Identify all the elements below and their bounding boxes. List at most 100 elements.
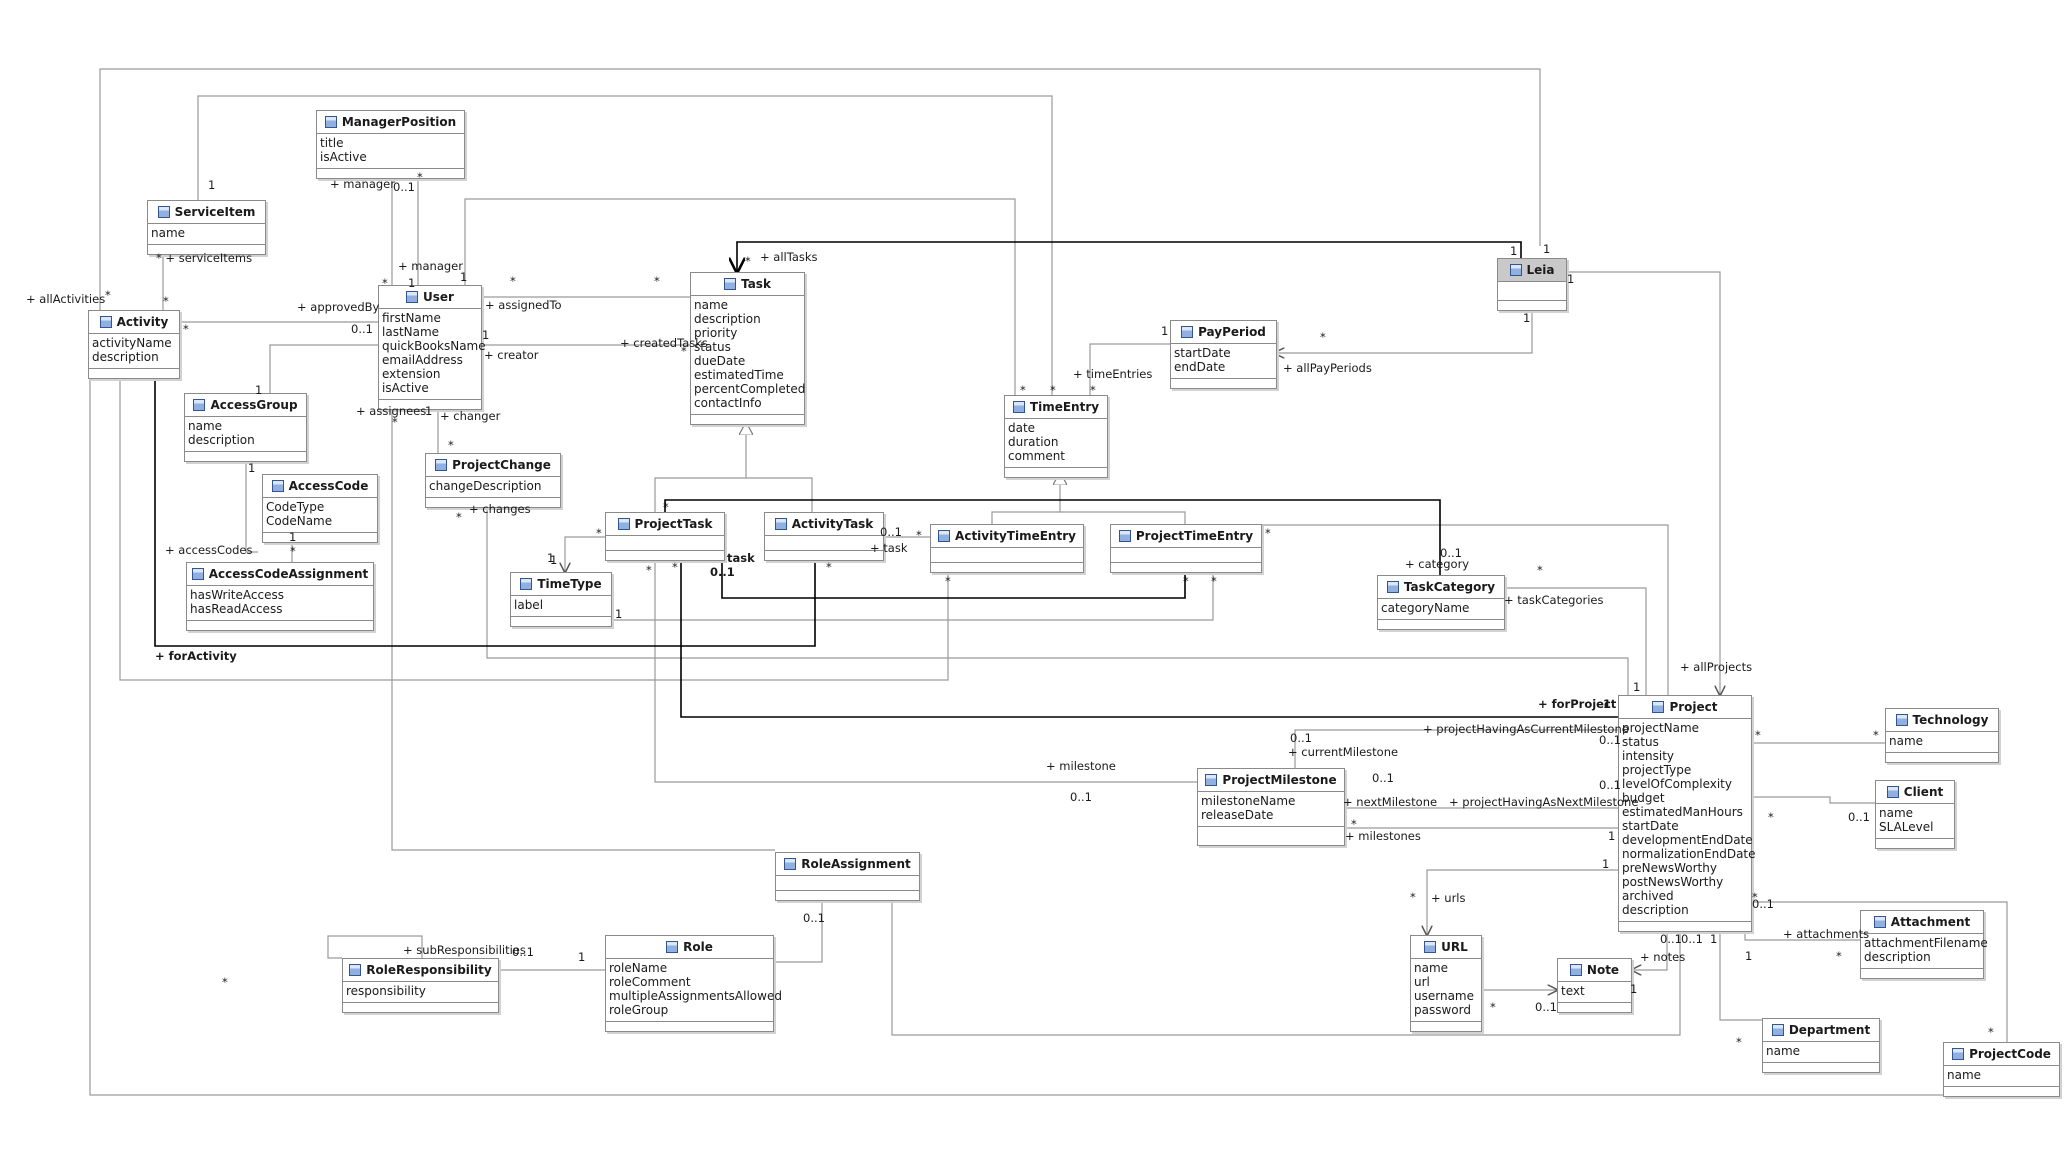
class-activity-time-entry[interactable]: ActivityTimeEntry — [930, 524, 1084, 573]
label: + manager — [398, 259, 463, 273]
assoc-projectchange-project — [486, 505, 1629, 695]
class-project-time-entry[interactable]: ProjectTimeEntry — [1110, 524, 1262, 573]
class-icon — [157, 206, 170, 218]
label: + attachments — [1783, 927, 1870, 941]
label: * — [1020, 383, 1026, 397]
label: 0..1 — [1070, 790, 1092, 804]
class-icon — [349, 964, 362, 976]
assoc-activity-projectcode — [89, 375, 2060, 1096]
class-name: ProjectMilestone — [1222, 773, 1337, 787]
label: 1 — [1523, 311, 1531, 325]
class-icon — [724, 278, 737, 290]
class-icon — [1873, 916, 1886, 928]
class-note[interactable]: Note text — [1557, 958, 1632, 1013]
class-icon — [1012, 401, 1025, 413]
class-time-type[interactable]: TimeType label — [510, 572, 612, 627]
label: + projectHavingAsCurrentMilestone — [1423, 722, 1629, 736]
label: + task — [870, 541, 908, 555]
label: 1 — [408, 276, 416, 290]
label: * — [663, 500, 669, 514]
label: * — [596, 526, 602, 540]
label: 0..1 — [1599, 778, 1621, 792]
class-department[interactable]: Department name — [1762, 1018, 1880, 1073]
class-name: Leia — [1526, 263, 1555, 277]
label: * — [456, 510, 462, 524]
label: + createdTasks — [620, 336, 708, 350]
label: + creator — [484, 348, 539, 362]
assoc-user-accessgroup — [269, 344, 378, 393]
class-icon — [666, 941, 679, 953]
class-service-item[interactable]: ServiceItem name — [147, 200, 266, 255]
label: 0..1 — [1535, 1000, 1557, 1014]
class-name: ManagerPosition — [341, 115, 457, 129]
class-name: RoleResponsibility — [366, 963, 492, 977]
class-task-category[interactable]: TaskCategory categoryName — [1377, 575, 1505, 630]
label: * — [1836, 949, 1842, 963]
label: * — [448, 438, 454, 452]
class-attributes: name — [1944, 1066, 2059, 1087]
class-icon — [99, 316, 112, 328]
class-role-responsibility[interactable]: RoleResponsibility responsibility — [342, 958, 499, 1013]
class-icon — [1118, 530, 1131, 542]
label: 0..1 — [1599, 733, 1621, 747]
label: 1 — [1510, 244, 1518, 258]
label: * — [1988, 1025, 1994, 1039]
label: + subResponsibilities — [403, 943, 526, 957]
label: + nextMilestone — [1343, 795, 1438, 809]
label: * — [646, 563, 652, 577]
assoc-project-note — [1632, 932, 1668, 970]
class-project-change[interactable]: ProjectChange changeDescription — [425, 453, 561, 508]
class-name: ProjectChange — [452, 458, 551, 472]
label: 0..1 — [512, 945, 534, 959]
class-name: PayPeriod — [1198, 325, 1266, 339]
gen-activitytimeentry-timeentry — [991, 472, 1060, 524]
label: + urls — [1431, 891, 1466, 905]
class-attributes: categoryName — [1378, 599, 1504, 620]
class-icon — [435, 459, 448, 471]
label: + allProjects — [1680, 660, 1753, 674]
label: * — [1211, 574, 1217, 588]
label: 1 — [547, 551, 555, 565]
label: 1 — [1543, 242, 1551, 256]
assoc-project-projectcode — [1752, 901, 2008, 1045]
label: 1 — [578, 950, 586, 964]
class-leia[interactable]: Leia — [1497, 258, 1567, 311]
label: 0..1 — [1848, 810, 1870, 824]
class-project-task[interactable]: ProjectTask — [605, 512, 725, 561]
label: 1 — [460, 270, 468, 284]
class-icon — [1509, 264, 1522, 276]
class-name: TaskCategory — [1403, 580, 1496, 594]
label: 1 — [1633, 680, 1641, 694]
class-attributes: label — [511, 596, 611, 617]
class-activity-task[interactable]: ActivityTask — [764, 512, 884, 561]
class-technology[interactable]: Technology name — [1885, 708, 1999, 763]
label: 1 — [1603, 697, 1612, 711]
assoc-serviceitem-timeentry — [197, 95, 1053, 395]
label: + changer — [440, 409, 501, 423]
class-project-code[interactable]: ProjectCode name — [1943, 1042, 2060, 1097]
class-role-assignment[interactable]: RoleAssignment — [775, 852, 920, 901]
label: 0..1 — [1660, 932, 1682, 946]
label: * — [1351, 817, 1357, 831]
label: * — [1736, 1035, 1742, 1049]
label: * — [417, 170, 423, 184]
assoc-project-attachment — [1744, 932, 1860, 941]
label: 1 — [1608, 829, 1616, 843]
assoc-projecttask-projecttimeentry — [721, 557, 1186, 599]
